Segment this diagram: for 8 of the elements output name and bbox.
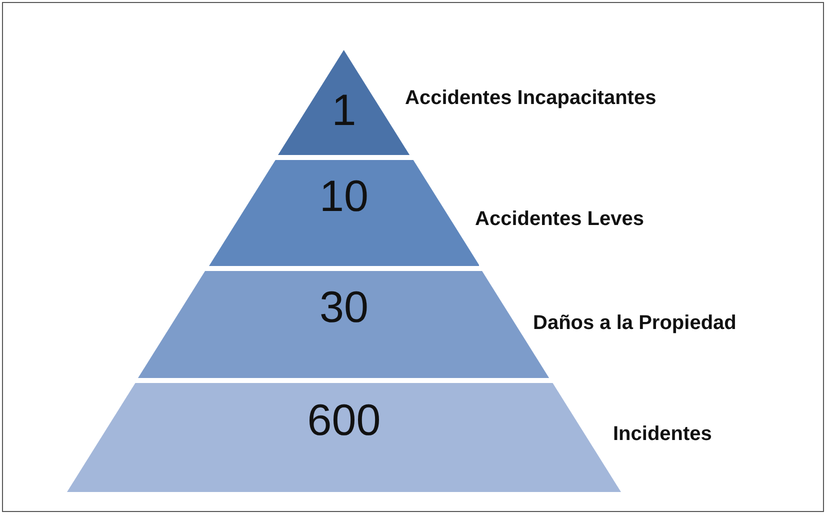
level-caption: Incidentes [613,424,712,444]
count-text: 600 [307,398,381,443]
level-caption: Daños a la Propiedad [533,313,736,333]
count-text: 10 [320,174,368,219]
count-text: 30 [320,286,368,330]
count-text: 1 [332,88,356,133]
level-caption: Accidentes Leves [475,209,644,229]
level-caption: Accidentes Incapacitantes [405,88,656,108]
